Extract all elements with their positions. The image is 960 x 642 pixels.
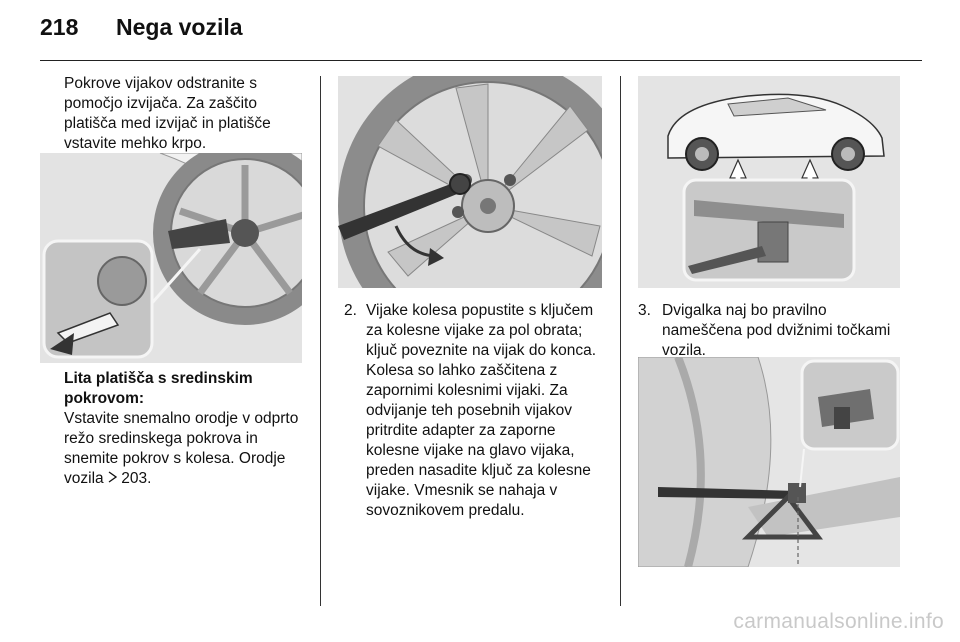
alloy-wheel-subheading: Lita platišča s sredinskim pokrovom:	[64, 370, 253, 407]
step-3-number: 3.	[638, 302, 651, 319]
jack-position-illustration	[638, 357, 900, 567]
column-divider-1	[320, 76, 321, 606]
xref-page-link[interactable]: 203.	[121, 470, 152, 487]
jacking-points-drawing	[638, 76, 900, 288]
hubcap-instructions-text: Vstavite snemalno orodje v odprto režo s…	[64, 410, 299, 487]
xref-arrow-glyph	[108, 471, 118, 483]
wheel-wrench-illustration	[338, 76, 602, 288]
wheel-wrench-drawing	[338, 76, 602, 288]
column-divider-2	[620, 76, 621, 606]
hubcap-instructions: Vstavite snemalno orodje v odprto režo s…	[64, 409, 316, 489]
jack-position-drawing	[638, 357, 900, 567]
hubcap-removal-drawing	[40, 153, 302, 363]
step-2-text: Vijake kolesa popustite s ključem za kol…	[366, 302, 597, 359]
step-2-number: 2.	[344, 302, 357, 319]
triangle-right-icon	[108, 469, 118, 489]
header-divider	[40, 60, 922, 61]
locking-bolts-note: Kolesa so lahko zaščitena z zapornimi ko…	[366, 362, 591, 519]
hubcap-removal-illustration	[40, 153, 302, 363]
page-number: 218	[40, 14, 79, 40]
page-title: Nega vozila	[116, 14, 243, 40]
jacking-points-illustration	[638, 76, 900, 288]
step-3-text: Dvigalka naj bo pravilno nameščena pod d…	[662, 302, 891, 359]
intro-paragraph: Pokrove vijakov odstranite s pomočjo izv…	[64, 75, 271, 152]
watermark: carmanualsonline.info	[733, 610, 944, 633]
